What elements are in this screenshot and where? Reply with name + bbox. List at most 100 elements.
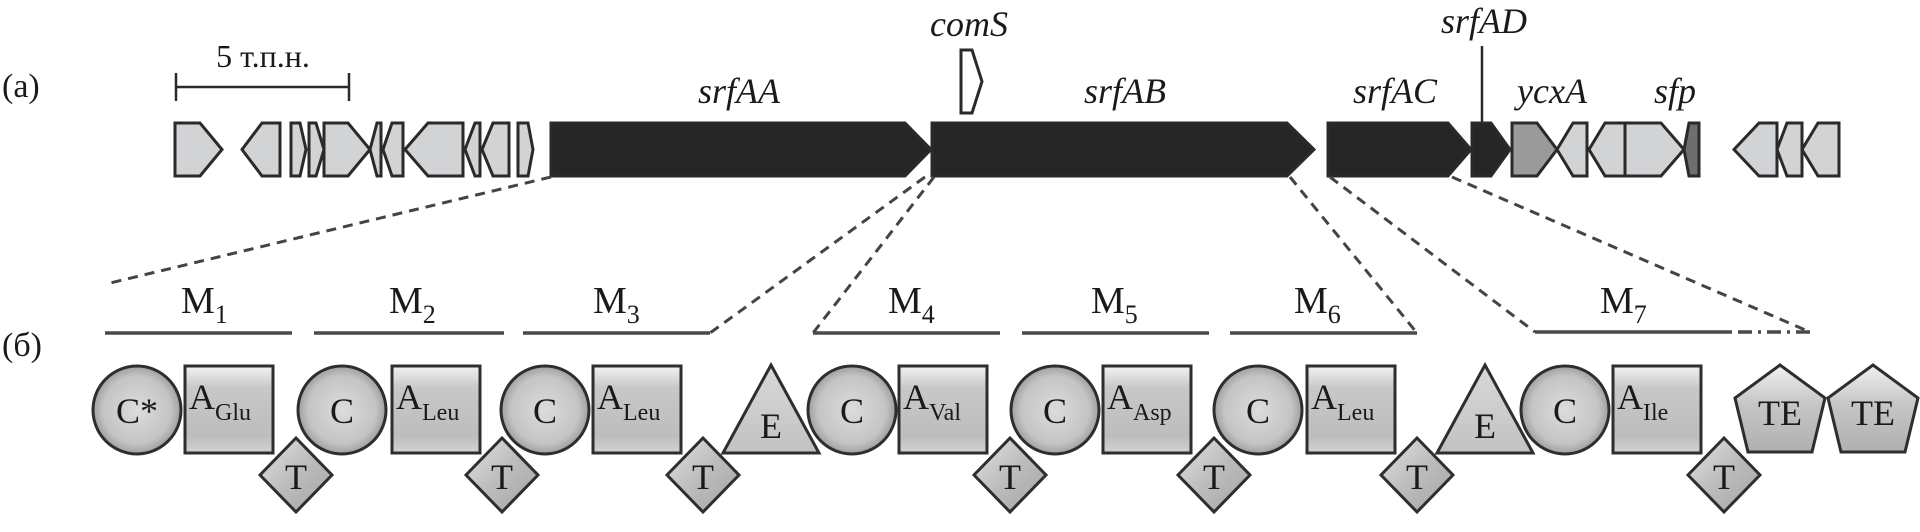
adenylation-domain-label: ALeu — [597, 377, 660, 426]
gene-arrow-orf — [307, 121, 326, 178]
thioesterase-domain-shape — [1826, 363, 1920, 454]
gene-arrow-orf — [381, 121, 405, 178]
thioesterase-domain-label: TE — [1851, 393, 1895, 433]
gene-arrow-orf — [173, 121, 224, 178]
zoom-connectors — [105, 175, 1811, 335]
thiolation-domain-shape — [1175, 435, 1253, 515]
gene-label-comS: comS — [930, 4, 1008, 44]
epimerization-domain: E — [720, 361, 822, 455]
condensation-domain: C — [1519, 364, 1611, 456]
gene-labels: srfAA comS srfAB srfAC srfAD ycxA sfp — [698, 1, 1696, 122]
condensation-domain-shape — [296, 364, 388, 456]
gene-arrow-srfAA — [549, 121, 934, 178]
condensation-domain-label: C — [330, 391, 354, 431]
connector-srfAC-start — [1329, 175, 1536, 334]
thiolation-domain: T — [463, 435, 541, 515]
gene-arrow-orf — [322, 121, 372, 178]
adenylation-domain-shape — [897, 364, 989, 455]
gene-arrow-ycxA — [1510, 121, 1559, 178]
module-label: M3 — [593, 280, 640, 329]
condensation-domain-label: C* — [116, 391, 158, 431]
condensation-domain-shape — [1519, 364, 1611, 456]
gene-arrow-comS — [959, 48, 984, 115]
thiolation-domain: T — [971, 435, 1049, 515]
thiolation-domain: T — [257, 435, 335, 515]
adenylation-domain-shape — [183, 364, 275, 455]
gene-arrow-orf — [289, 121, 308, 178]
condensation-domain: C — [1009, 364, 1101, 456]
module-4: M4 — [813, 280, 1000, 335]
thioesterase-domain: TE — [1826, 363, 1920, 454]
thiolation-domain-shape — [463, 435, 541, 515]
adenylation-domain: AVal — [897, 364, 989, 455]
scale-bar: 5 т.п.н. — [174, 38, 351, 101]
module-label: M2 — [389, 280, 436, 329]
panel-label-b: (б) — [2, 327, 42, 364]
connector-srfAA-start — [105, 175, 552, 286]
panel-label-a: (а) — [2, 68, 40, 105]
gene-arrow-sfp — [1682, 121, 1701, 178]
epimerization-domain-label: E — [760, 406, 782, 446]
thioesterase-domain: TE — [1733, 363, 1827, 454]
connector-srfAA-end — [709, 175, 926, 335]
thiolation-domain-shape — [1378, 435, 1456, 515]
condensation-domain-shape — [91, 364, 183, 456]
adenylation-domain-shape — [1611, 364, 1703, 455]
epimerization-domain: E — [1434, 361, 1536, 455]
condensation-domain-shape — [806, 364, 898, 456]
adenylation-domain: AAsp — [1101, 364, 1193, 455]
module-6: M6 — [1230, 280, 1417, 335]
condensation-domain-label: C — [1043, 391, 1067, 431]
thiolation-domain-label: T — [491, 457, 513, 497]
gene-arrow-orf — [480, 121, 511, 178]
epimerization-domain-shape — [1434, 361, 1536, 455]
gene-arrow-srfAC — [1326, 121, 1473, 178]
condensation-domain-label: C — [1246, 391, 1270, 431]
gene-arrow-orf — [1587, 121, 1627, 178]
condensation-domain-shape — [499, 364, 591, 456]
adenylation-domain-shape — [390, 364, 482, 455]
gene-track — [173, 48, 1841, 178]
condensation-domain: C — [296, 364, 388, 456]
module-label: M4 — [888, 280, 935, 329]
module-label: M5 — [1091, 280, 1138, 329]
adenylation-domain: AGlu — [183, 364, 275, 455]
thiolation-domain-label: T — [692, 457, 714, 497]
adenylation-domain-shape — [591, 364, 683, 455]
condensation-domain: C* — [91, 364, 183, 456]
gene-arrow-orf — [463, 121, 482, 178]
adenylation-domain-label: ALeu — [396, 377, 459, 426]
gene-arrow-orf — [1623, 121, 1686, 178]
gene-arrow-orf — [516, 121, 535, 178]
thiolation-domain-shape — [257, 435, 335, 515]
gene-arrow-orf — [1731, 121, 1779, 178]
adenylation-domain-label: AGlu — [189, 377, 251, 426]
thiolation-domain: T — [1378, 435, 1456, 515]
condensation-domain-label: C — [1553, 391, 1577, 431]
thiolation-domain-label: T — [1406, 457, 1428, 497]
thioesterase-domain-label: TE — [1758, 393, 1802, 433]
adenylation-domain-shape — [1305, 364, 1397, 455]
adenylation-domain: ALeu — [591, 364, 683, 455]
gene-label-srfAC: srfAC — [1353, 71, 1438, 111]
thiolation-domain-label: T — [285, 457, 307, 497]
scale-bar-label: 5 т.п.н. — [216, 38, 310, 74]
epimerization-domain-label: E — [1474, 406, 1496, 446]
gene-arrow-orf — [1775, 121, 1804, 178]
module-7: M7 — [1535, 280, 1810, 334]
thiolation-domain: T — [1685, 435, 1763, 515]
condensation-domain-shape — [1212, 364, 1304, 456]
module-label: M6 — [1294, 280, 1341, 329]
thiolation-domain-shape — [1685, 435, 1763, 515]
gene-arrow-orf — [1555, 121, 1589, 178]
adenylation-domain-label: AAsp — [1107, 377, 1172, 426]
adenylation-domain: ALeu — [390, 364, 482, 455]
module-label: M1 — [181, 280, 228, 329]
module-label: M7 — [1600, 280, 1647, 329]
gene-arrow-orf — [240, 121, 282, 178]
thiolation-domain-shape — [664, 435, 742, 515]
adenylation-domain-label: AIle — [1617, 377, 1668, 426]
module-5: M5 — [1022, 280, 1209, 335]
gene-arrow-srfAD — [1470, 121, 1512, 178]
